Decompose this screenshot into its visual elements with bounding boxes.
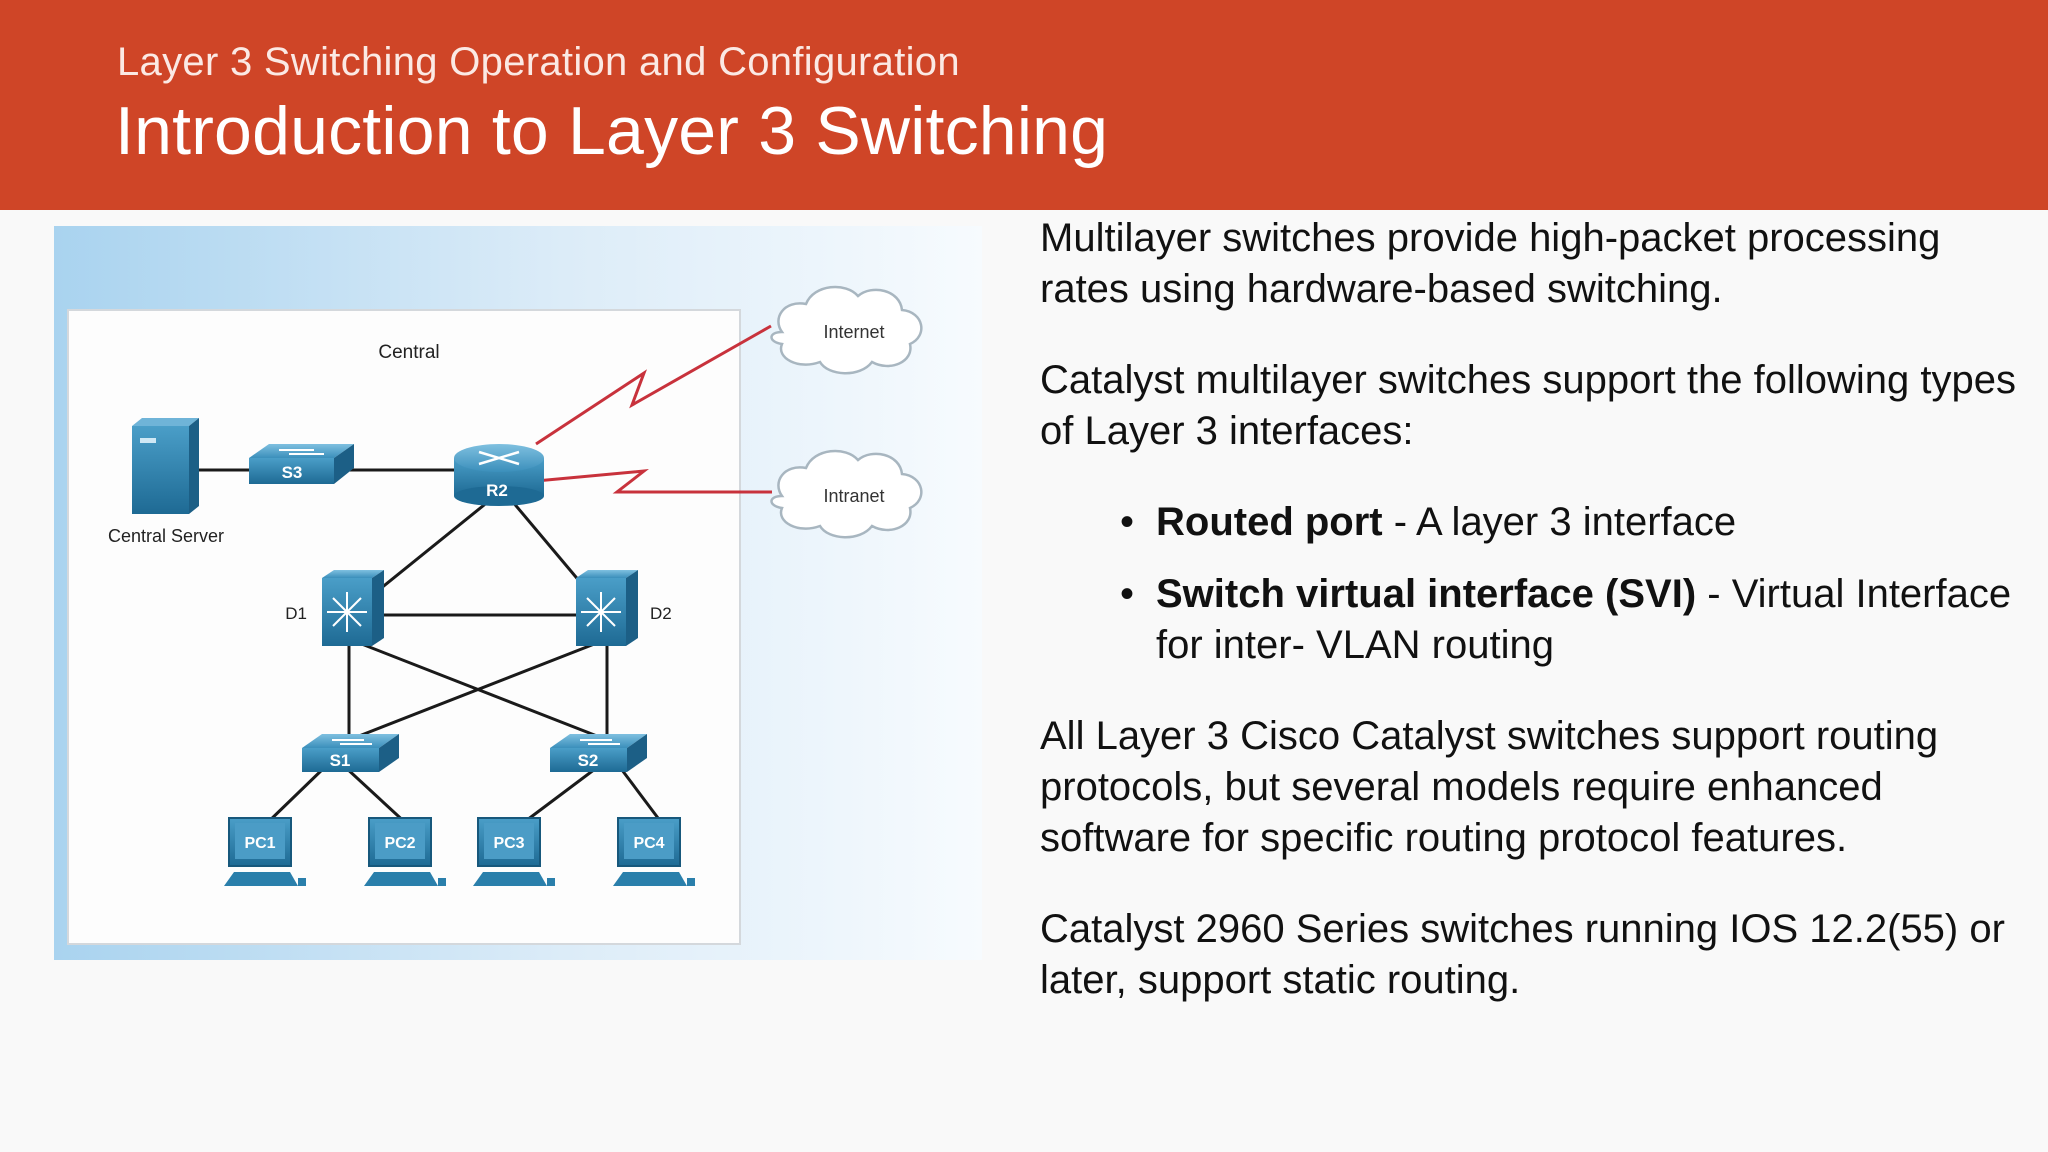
pc2-label: PC2 — [384, 835, 415, 852]
switch-s3: S3 — [249, 444, 354, 484]
d2-label: D2 — [650, 604, 672, 623]
central-server: Central Server — [108, 418, 224, 546]
slide-title: Introduction to Layer 3 Switching — [115, 93, 1109, 169]
bullet-glyph: • — [1120, 500, 1135, 544]
slide-header: Layer 3 Switching Operation and Configur… — [0, 0, 2048, 210]
s3-label: S3 — [282, 463, 303, 482]
topology-svg: Central Internet Intranet — [54, 226, 982, 960]
central-label: Central — [378, 342, 439, 363]
internet-label: Internet — [823, 322, 884, 342]
multilayer-switch-d1: D1 — [285, 570, 384, 646]
s1-label: S1 — [330, 751, 351, 770]
central-server-label: Central Server — [108, 526, 224, 546]
pc3-label: PC3 — [493, 835, 524, 852]
pc4: PC4 — [613, 817, 695, 886]
pc1-label: PC1 — [244, 835, 275, 852]
network-topology-diagram: Central Internet Intranet — [54, 226, 982, 960]
router-r2: R2 — [454, 444, 544, 506]
slide-body-text: Multilayer switches provide high-packet … — [1040, 213, 2020, 1046]
pc3: PC3 — [473, 817, 555, 886]
intranet-label: Intranet — [823, 486, 884, 506]
r2-label: R2 — [486, 481, 508, 500]
interface-types-list: • Routed port - A layer 3 interface • Swit… — [1040, 497, 2020, 671]
bullet-term: Switch virtual interface (SVI) — [1156, 572, 1697, 616]
d1-label: D1 — [285, 604, 307, 623]
intranet-link — [535, 469, 772, 494]
intranet-cloud: Intranet — [770, 449, 923, 539]
paragraph-catalyst-2960: Catalyst 2960 Series switches running IO… — [1040, 907, 2005, 1002]
multilayer-switch-d2: D2 — [576, 570, 672, 646]
pc4-label: PC4 — [633, 835, 664, 852]
slide-subtitle: Layer 3 Switching Operation and Configur… — [117, 40, 960, 84]
lan-links — [194, 468, 666, 828]
pc1: PC1 — [224, 817, 306, 886]
bullet-term: Routed port — [1156, 500, 1383, 544]
switch-s1: S1 — [302, 734, 399, 772]
bullet-glyph: • — [1120, 572, 1135, 616]
bullet-description: - Virtual Interface for inter- VLAN rout… — [1156, 572, 2012, 667]
switch-s2: S2 — [550, 734, 647, 772]
paragraph-multilayer-switches: Multilayer switches provide high-packet … — [1040, 216, 1941, 311]
internet-link — [535, 324, 772, 446]
pc2: PC2 — [364, 817, 446, 886]
s2-label: S2 — [578, 751, 599, 770]
paragraph-routing-protocols: All Layer 3 Cisco Catalyst switches supp… — [1040, 714, 1939, 860]
bullet-description: - A layer 3 interface — [1382, 500, 1737, 544]
paragraph-catalyst-interfaces: Catalyst multilayer switches support the… — [1040, 358, 2016, 453]
list-item: • Switch virtual interface (SVI) - Virtua… — [1120, 569, 2020, 671]
internet-cloud: Internet — [770, 285, 923, 375]
list-item: • Routed port - A layer 3 interface — [1120, 497, 2020, 548]
